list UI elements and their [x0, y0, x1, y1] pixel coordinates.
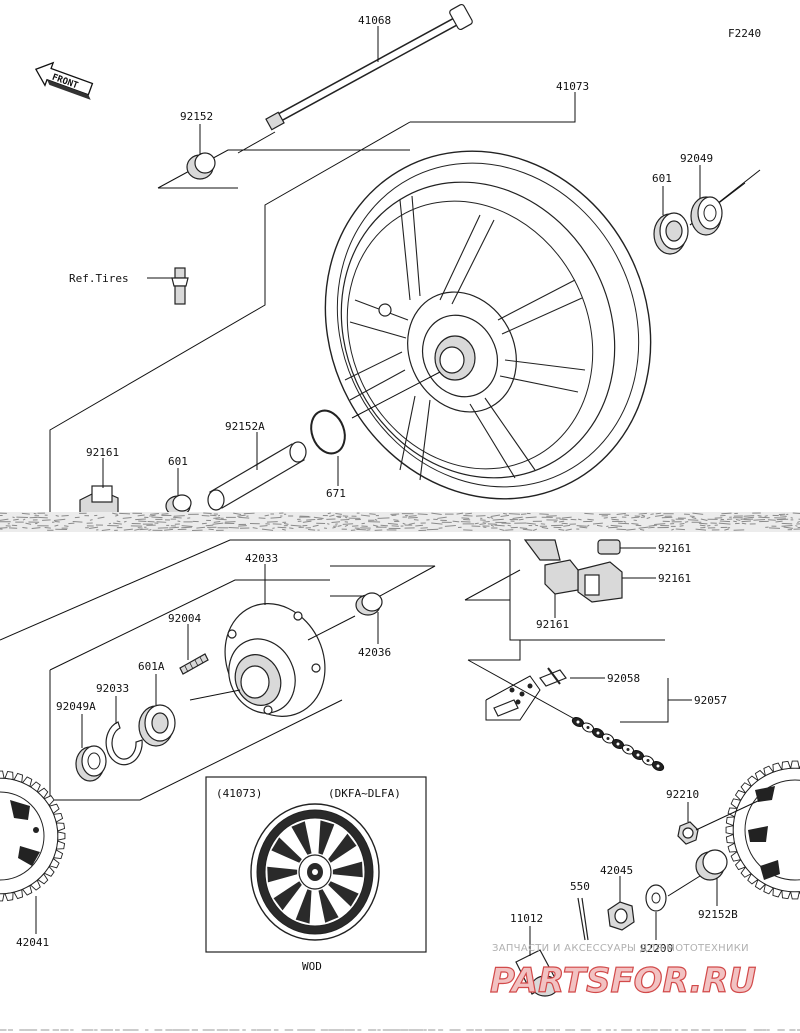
- seal-92049: [690, 196, 723, 236]
- outline-edge: [49, 579, 330, 671]
- axle-nut-42045: [607, 901, 635, 931]
- collar-92152b: [695, 849, 728, 881]
- label-92049: 92049: [680, 152, 713, 165]
- label-42045: 42045: [600, 864, 633, 877]
- block-92161-r3: [544, 559, 579, 595]
- inset-model: (DKFA~DLFA): [328, 787, 401, 800]
- label-92161-r1: 92161: [658, 542, 691, 555]
- label-601a: 601A: [138, 660, 165, 673]
- label-ref-tires: Ref.Tires: [69, 272, 129, 285]
- nut-92210: [677, 821, 699, 845]
- label-671: 671: [326, 487, 346, 500]
- washer-92200: [645, 884, 667, 912]
- outline-edge: [0, 539, 510, 641]
- outline-edge: [330, 565, 436, 597]
- bearing-601-right: [653, 212, 689, 255]
- label-42041: 42041: [16, 936, 49, 949]
- cotter-pin-550: [577, 897, 589, 941]
- label-601-left: 601: [168, 455, 188, 468]
- label-41068: 41068: [358, 14, 391, 27]
- chain-92057: [571, 716, 665, 772]
- leader-line: [667, 875, 701, 897]
- stud-92004: [179, 653, 209, 675]
- label-92161-r3: 92161: [536, 618, 569, 631]
- sprocket-right: [725, 760, 800, 900]
- outline-edge: [464, 569, 521, 601]
- outline-edge: [485, 675, 541, 721]
- block-92161-r1: [523, 539, 621, 561]
- label-92049a: 92049A: [56, 700, 96, 713]
- sprocket-42041: [0, 770, 66, 902]
- outline-edge: [49, 670, 343, 801]
- collar-92152a: [207, 441, 307, 511]
- label-92161-left: 92161: [86, 446, 119, 459]
- cap-11012: [515, 949, 559, 997]
- label-11012: 11012: [510, 912, 543, 925]
- chain-link-92058: [493, 667, 567, 717]
- block-92161-left: [79, 485, 119, 515]
- label-550: 550: [570, 880, 590, 893]
- inset-ref: (41073): [216, 787, 262, 800]
- label-92033: 92033: [96, 682, 129, 695]
- label-92210: 92210: [666, 788, 699, 801]
- block-92161-r2: [577, 561, 623, 603]
- outline-edge: [49, 121, 411, 515]
- bearing-601-left: [165, 494, 192, 517]
- leader-line: [695, 799, 761, 831]
- label-92200: 92200: [640, 942, 673, 955]
- circlip-92033: [105, 721, 143, 766]
- outline-edge: [468, 640, 521, 661]
- diagram-code: F2240: [728, 27, 761, 40]
- label-41073: 41073: [556, 80, 589, 93]
- axle-41068: [237, 3, 473, 154]
- label-42036: 42036: [358, 646, 391, 659]
- collar-42036: [355, 592, 383, 616]
- outline-edge: [410, 112, 576, 123]
- label-601-right: 601: [652, 172, 672, 185]
- label-92161-r2: 92161: [658, 572, 691, 585]
- leader-line: [620, 678, 669, 723]
- watermark-tagline: ЗАПЧАСТИ И АКСЕССУАРЫ ДЛЯ МОТОТЕХНИКИ: [492, 943, 749, 954]
- label-42033: 42033: [245, 552, 278, 565]
- label-92152b: 92152B: [698, 908, 738, 921]
- seal-92049a: [75, 745, 107, 782]
- front-wheel-41073: [324, 150, 652, 500]
- collar-92152: [186, 152, 216, 180]
- watermark-logo: PARTSFOR.RU: [490, 961, 756, 1001]
- o-ring-671: [310, 409, 346, 455]
- outline-edge: [157, 149, 410, 189]
- inset-color-code: WOD: [302, 960, 322, 973]
- coupling-42033: [189, 603, 356, 717]
- front-arrow-icon: FRONT: [34, 61, 94, 100]
- outline-edge: [467, 659, 581, 723]
- label-92058: 92058: [607, 672, 640, 685]
- label-92004: 92004: [168, 612, 201, 625]
- tire-valve: [171, 267, 189, 305]
- bearing-601a: [138, 704, 176, 747]
- inset-wheel-variant: (41073) (DKFA~DLFA) WOD: [205, 776, 427, 973]
- scan-noise-band: [0, 512, 800, 532]
- label-92057: 92057: [694, 694, 727, 707]
- outline-edge: [509, 540, 665, 641]
- label-92152a: 92152A: [225, 420, 265, 433]
- label-92152: 92152: [180, 110, 213, 123]
